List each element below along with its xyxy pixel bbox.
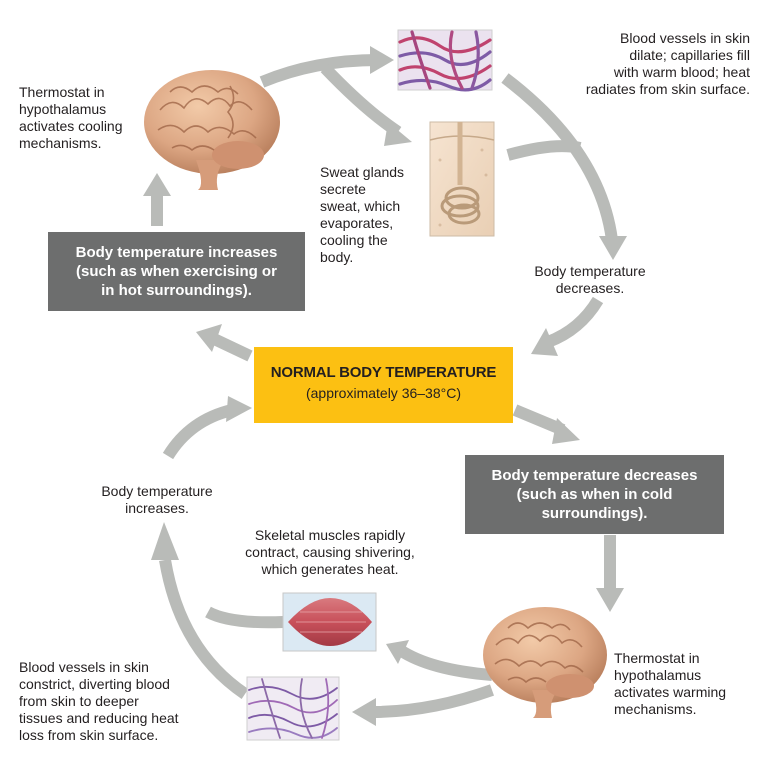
dilated-vessels-icon (397, 29, 493, 92)
loop-arrows (151, 54, 618, 718)
top-vessels-text: Blood vessels in skin dilate; capillarie… (585, 30, 750, 97)
arrow-branch-to-sweat (320, 63, 402, 137)
normal-temperature-title: NORMAL BODY TEMPERATURE (270, 364, 497, 381)
top-thermostat-text: Thermostat in hypothalamus activates coo… (19, 84, 123, 151)
arrow-center-to-increase (209, 332, 253, 362)
bottom-result-text: Body temperature increases. (101, 483, 213, 516)
top-result-text: Body temperature decreases. (534, 263, 646, 296)
bottom-thermostat-text: Thermostat in hypothalamus activates war… (614, 650, 727, 717)
arrow-vessels-to-loop (159, 559, 249, 699)
temperature-decreases-box: Body temperature decreases (such as when… (465, 455, 724, 534)
arrow-brain-to-vessels-bottom (371, 684, 495, 718)
sweat-gland-icon (429, 121, 495, 237)
bottom-vessels-text: Blood vessels in skin constrict, diverti… (19, 659, 179, 743)
arrow-brain-to-muscle (396, 644, 493, 681)
arrow-top-to-center (545, 296, 604, 348)
arrowheads (143, 46, 627, 726)
normal-temperature-box: NORMAL BODY TEMPERATURE (approximately 3… (254, 347, 513, 423)
muscle-icon (282, 592, 377, 652)
shivering-text: Skeletal muscles rapidly contract, causi… (245, 527, 415, 577)
arrow-center-to-decrease (512, 404, 566, 436)
brain-icon-bottom (483, 607, 607, 718)
arrow-sweat-to-loop (506, 140, 582, 161)
constricted-vessels-icon (246, 676, 340, 741)
brain-icon-top (144, 70, 280, 190)
temperature-increases-box: Body temperature increases (such as when… (48, 232, 305, 311)
arrow-bottom-to-center (162, 404, 234, 460)
normal-temperature-range: (approximately 36–38°C) (305, 385, 461, 401)
arrow-vessels-down (501, 73, 618, 241)
sweat-glands-text: Sweat glands secrete sweat, which evapor… (320, 164, 405, 265)
arrow-muscle-to-loop (205, 606, 284, 629)
arrow-brain-to-vessels (259, 54, 379, 88)
